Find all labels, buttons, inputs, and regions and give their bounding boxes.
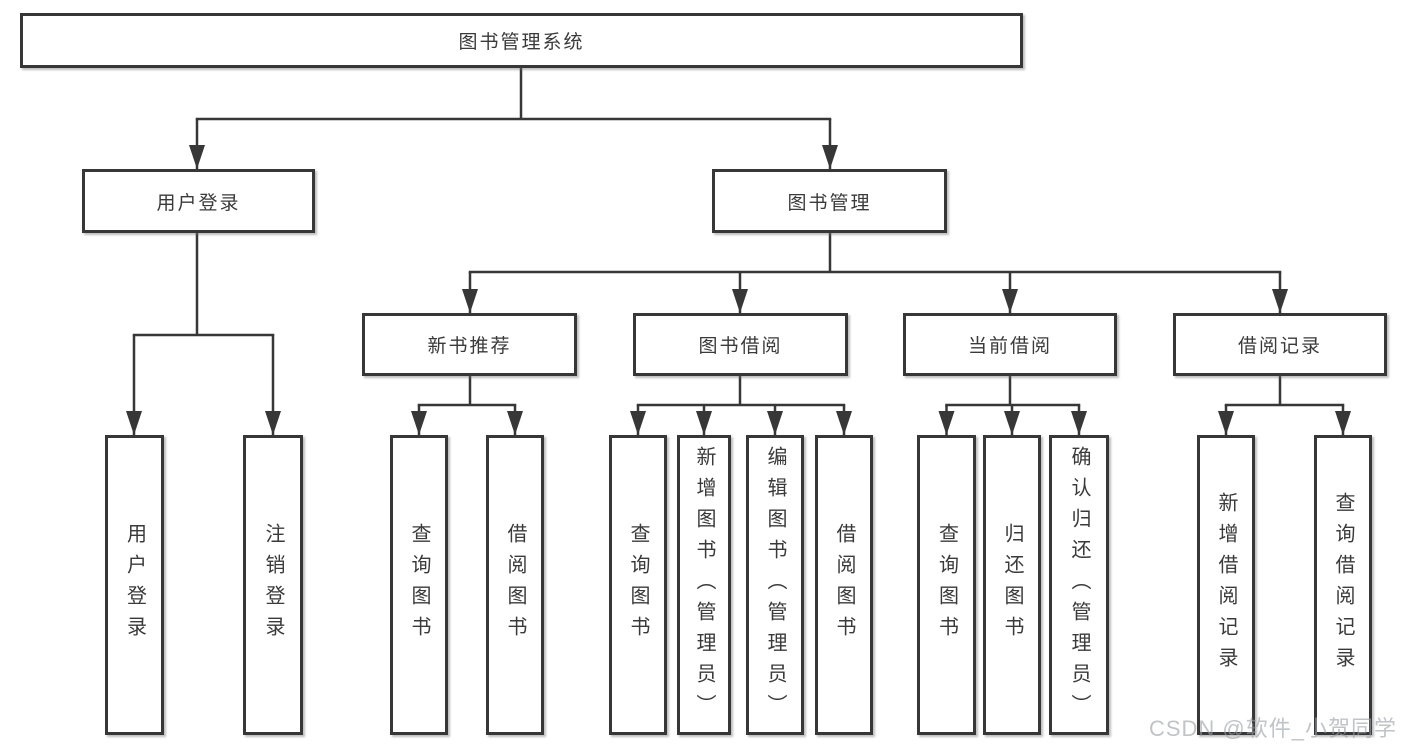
leaf-query-book-recommend-label: 查询图书	[408, 523, 430, 647]
node-new-book-recommend: 新书推荐	[362, 313, 577, 376]
node-book-management-label: 图书管理	[787, 192, 872, 214]
node-book-borrow-label: 图书借阅	[698, 336, 783, 357]
leaf-confirm-return-admin-label: 确认归还（管理员）	[1068, 445, 1090, 725]
connector-borrow-records-children	[1218, 376, 1351, 435]
leaf-add-book-admin: 新增图书（管理员）	[677, 435, 731, 735]
connector-user-login-children	[126, 233, 281, 435]
leaf-borrow-book-label: 借阅图书	[833, 523, 855, 647]
leaf-edit-book-admin-label: 编辑图书（管理员）	[764, 445, 786, 725]
node-user-login: 用户登录	[82, 169, 315, 233]
connector-book-borrow-children	[630, 376, 852, 435]
leaf-borrow-book-recommend: 借阅图书	[486, 435, 544, 735]
leaf-confirm-return-admin: 确认归还（管理员）	[1049, 435, 1109, 735]
connector-new-book-recommend-children	[411, 376, 523, 435]
leaf-borrow-book-recommend-label: 借阅图书	[504, 523, 526, 647]
node-new-book-recommend-label: 新书推荐	[427, 336, 512, 357]
node-current-borrow: 当前借阅	[903, 313, 1117, 376]
leaf-query-book-current: 查询图书	[917, 435, 976, 735]
leaf-add-borrow-record: 新增借阅记录	[1197, 435, 1255, 735]
leaf-query-book-recommend: 查询图书	[390, 435, 448, 735]
node-book-management: 图书管理	[712, 169, 947, 233]
node-book-borrow: 图书借阅	[633, 313, 848, 376]
leaf-query-borrow-record: 查询借阅记录	[1314, 435, 1372, 735]
leaf-logout-label: 注销登录	[262, 523, 284, 647]
connector-book-management-children	[462, 233, 1288, 313]
node-user-login-label: 用户登录	[156, 192, 241, 214]
node-library-system-label: 图书管理系统	[458, 32, 585, 53]
leaf-borrow-book: 借阅图书	[815, 435, 873, 735]
connector-root-to-level2	[189, 68, 838, 169]
node-library-system: 图书管理系统	[20, 13, 1023, 68]
leaf-query-borrow-record-label: 查询借阅记录	[1332, 492, 1354, 678]
leaf-add-book-admin-label: 新增图书（管理员）	[693, 445, 715, 725]
leaf-edit-book-admin: 编辑图书（管理员）	[746, 435, 804, 735]
node-borrow-records: 借阅记录	[1173, 313, 1387, 376]
leaf-return-book-label: 归还图书	[1001, 523, 1023, 647]
leaf-query-book-borrow-label: 查询图书	[627, 523, 649, 647]
leaf-return-book: 归还图书	[983, 435, 1041, 735]
csdn-watermark: CSDN @软件_小贺同学	[1148, 716, 1397, 741]
leaf-logout: 注销登录	[243, 435, 303, 735]
leaf-user-login: 用户登录	[105, 435, 164, 735]
leaf-query-book-current-label: 查询图书	[935, 523, 958, 647]
node-borrow-records-label: 借阅记录	[1237, 336, 1322, 357]
leaf-user-login-label: 用户登录	[123, 523, 146, 647]
leaf-query-book-borrow: 查询图书	[609, 435, 667, 735]
connector-current-borrow-children	[938, 376, 1087, 435]
node-current-borrow-label: 当前借阅	[967, 336, 1052, 357]
leaf-add-borrow-record-label: 新增借阅记录	[1215, 492, 1237, 678]
